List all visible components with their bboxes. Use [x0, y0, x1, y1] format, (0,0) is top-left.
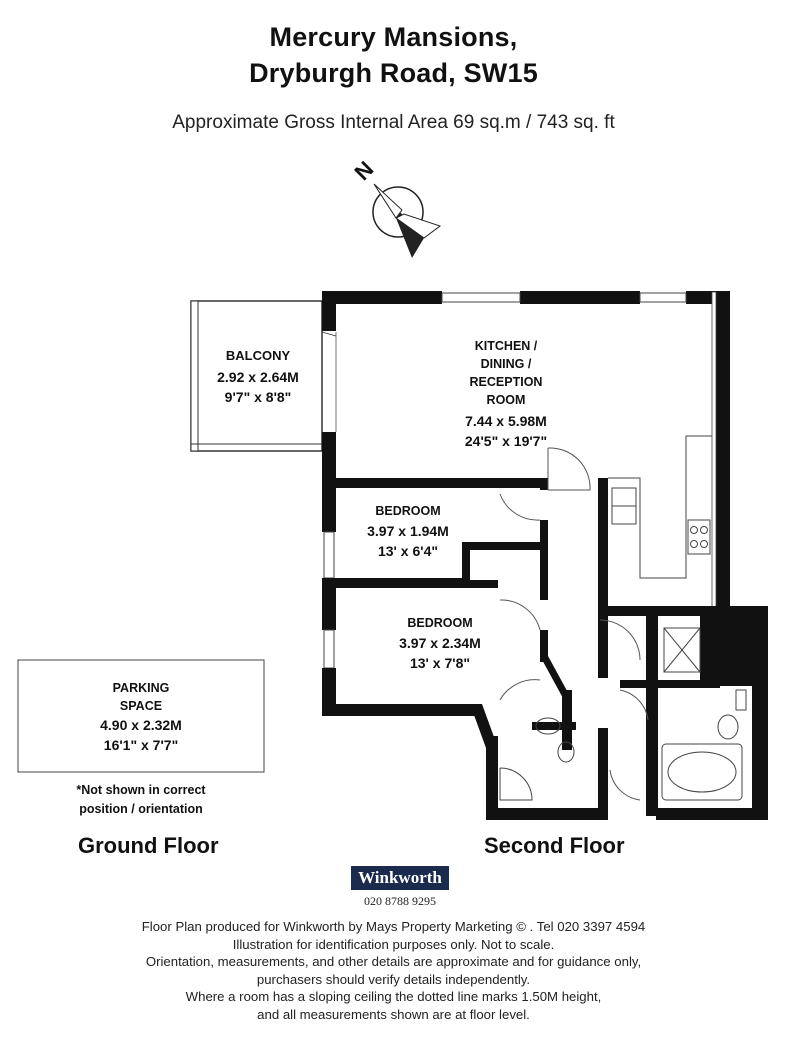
doors: [499, 447, 649, 801]
kitchen-name-line2: DINING /: [481, 357, 532, 371]
balcony-metric: 2.92 x 2.64M: [217, 369, 299, 385]
bedroom1-name: BEDROOM: [375, 504, 440, 518]
parking-note: *Not shown in correct position / orienta…: [76, 783, 206, 816]
parking-space-outline: [17, 659, 265, 773]
parking-note-line1: *Not shown in correct: [76, 783, 206, 797]
balcony-name: BALCONY: [226, 348, 291, 363]
balcony-imperial: 9'7" x 8'8": [225, 389, 292, 405]
property-title-line1: Mercury Mansions,: [269, 22, 518, 52]
footer-line: Illustration for identification purposes…: [232, 936, 555, 952]
kitchen-units: [608, 435, 712, 579]
kitchen-name-line1: KITCHEN /: [475, 339, 538, 353]
kitchen-imperial: 24'5" x 19'7": [465, 433, 547, 449]
compass-icon: N: [350, 156, 442, 258]
parking-imperial: 16'1" x 7'7": [104, 737, 178, 753]
room-label-kitchen: KITCHEN / DINING / RECEPTION ROOM 7.44 x…: [465, 339, 547, 449]
room-label-parking: PARKING SPACE 4.90 x 2.32M 16'1" x 7'7": [100, 681, 182, 753]
bedroom1-imperial: 13' x 6'4": [378, 543, 438, 559]
room-label-bedroom-2: BEDROOM 3.97 x 2.34M 13' x 7'8": [399, 616, 481, 671]
bedroom1-metric: 3.97 x 1.94M: [367, 523, 449, 539]
second-floor-label: Second Floor: [484, 833, 625, 858]
ground-floor-label: Ground Floor: [78, 833, 219, 858]
parking-metric: 4.90 x 2.32M: [100, 717, 182, 733]
footer-line: Floor Plan produced for Winkworth by May…: [141, 919, 646, 934]
kitchen-metric: 7.44 x 5.98M: [465, 413, 547, 429]
gross-internal-area: Approximate Gross Internal Area 69 sq.m …: [172, 112, 615, 133]
footer-line: Where a room has a sloping ceiling the d…: [185, 989, 602, 1005]
parking-name-line2: SPACE: [120, 699, 162, 713]
footer-line: and all measurements shown are at floor …: [257, 1006, 530, 1022]
winkworth-logo: Winkworth: [351, 866, 449, 890]
footer-line: Orientation, measurements, and other det…: [145, 954, 642, 970]
kitchen-name-line4: ROOM: [487, 393, 526, 407]
bathroom-fittings: [499, 627, 747, 801]
agent-phone: 020 8788 9295: [364, 894, 436, 908]
disclaimer-footer: Floor Plan produced for Winkworth by May…: [0, 918, 787, 1024]
footer-line: purchasers should verify details indepen…: [256, 971, 531, 987]
bedroom2-metric: 3.97 x 2.34M: [399, 635, 481, 651]
bedroom2-name: BEDROOM: [407, 616, 472, 630]
parking-note-line2: position / orientation: [79, 802, 203, 816]
room-label-bedroom-1: BEDROOM 3.97 x 1.94M 13' x 6'4": [367, 504, 449, 559]
walls: [322, 291, 768, 820]
compass-north-label: N: [350, 156, 379, 185]
kitchen-name-line3: RECEPTION: [470, 375, 543, 389]
bedroom2-imperial: 13' x 7'8": [410, 655, 470, 671]
parking-name-line1: PARKING: [113, 681, 170, 695]
balcony-area: [190, 300, 337, 452]
property-title-line2: Dryburgh Road, SW15: [249, 58, 538, 88]
room-label-balcony: BALCONY 2.92 x 2.64M 9'7" x 8'8": [217, 348, 299, 405]
